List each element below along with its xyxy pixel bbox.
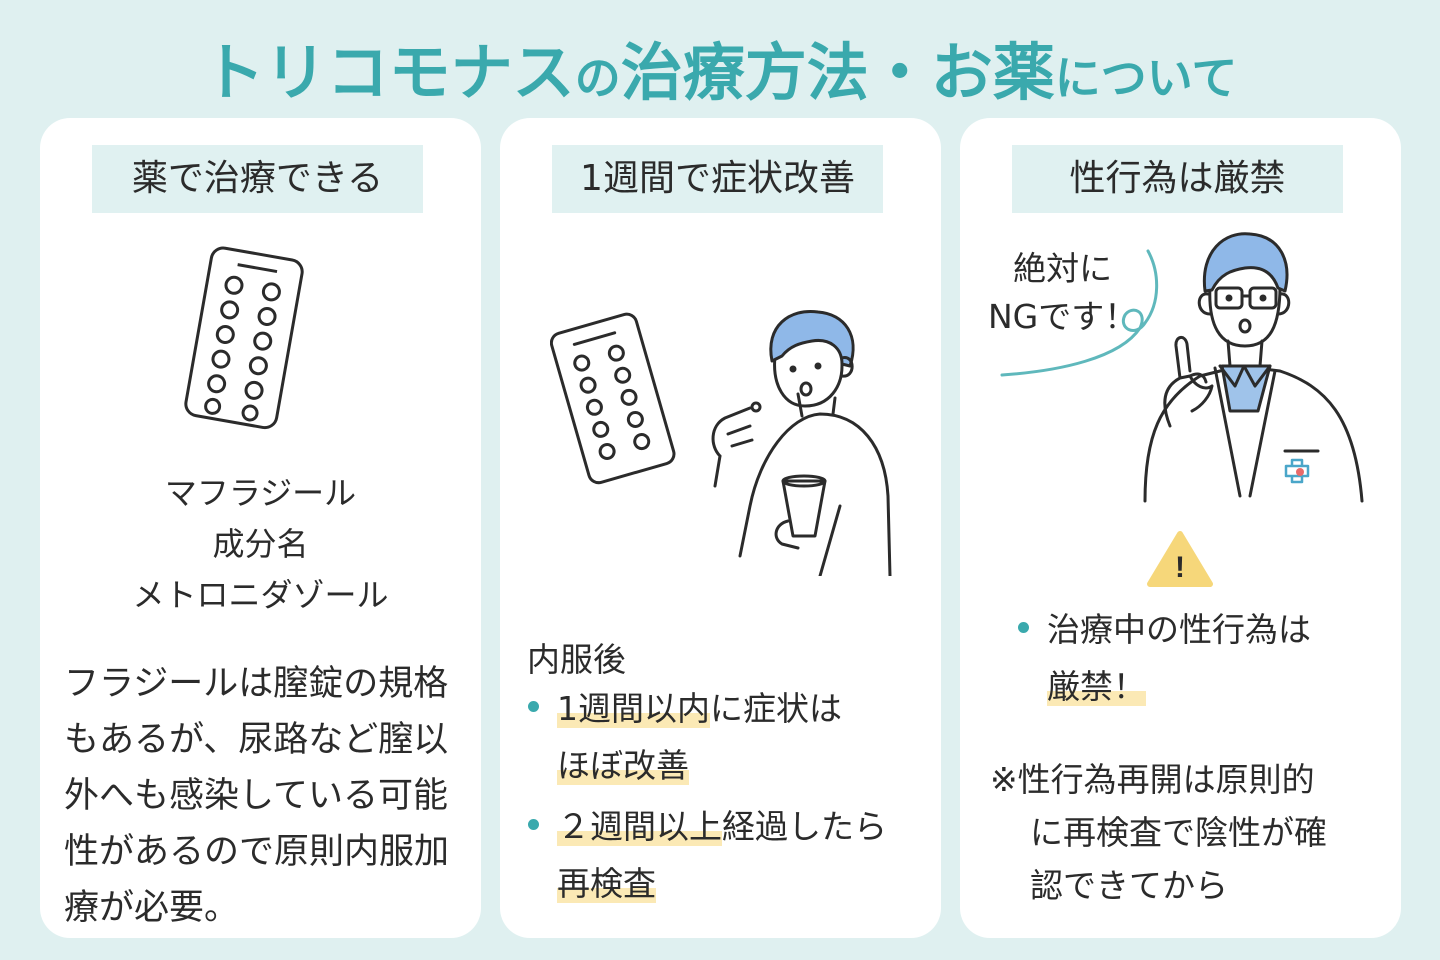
highlight-text: ほぼ改善 (557, 746, 689, 785)
bullet-item: 治療中の性行為は 厳禁！ (1018, 601, 1311, 715)
intro-label: 内服後 (527, 640, 626, 679)
speech-swoosh-icon (1000, 249, 1159, 377)
bullet-item-2: ２週間以上経過したら 再検査 (528, 798, 887, 912)
description-text: フラジールは膣錠の規格もあるが、尿路など膣以外へも感染している可能性があるので原… (64, 664, 450, 928)
highlight-text: ２週間以上 (557, 807, 722, 846)
bullet-text: に症状は (710, 689, 842, 728)
bullet-text: 治療中の性行為は (1047, 610, 1311, 649)
highlight-text: 厳禁！ (1047, 667, 1146, 706)
bullet-dot (1018, 622, 1029, 633)
card-improvement: 1週間で症状改善 (500, 118, 941, 938)
page-title: トリコモナスの治療方法・お薬について (0, 22, 1440, 112)
title-part-1: トリコモナス (202, 36, 575, 109)
title-part-2: の (574, 51, 621, 105)
bullet-dot (528, 819, 539, 830)
drug-info: マフラジール 成分名 メトロニダゾール (40, 468, 481, 621)
highlight-text: 1週間以内 (557, 689, 710, 728)
drug-ingredient-label: 成分名 (212, 525, 309, 563)
card-heading: 1週間で症状改善 (552, 145, 883, 213)
warning-icon: ! (1147, 531, 1213, 587)
note-line-2: に再検査で陰性が確 (1030, 813, 1327, 852)
card-prohibition: 性行為は厳禁 絶対に NGです！ (960, 118, 1401, 938)
speech-line-1: 絶対に (1013, 249, 1113, 288)
bullet-text: 経過したら (722, 807, 887, 846)
bullet-item-1: 1週間以内に症状は ほぼ改善 (528, 680, 842, 794)
drug-brand: マフラジール (164, 474, 357, 512)
pill-pack-icon (184, 246, 304, 430)
note-line-3: 認できてから (1030, 866, 1228, 905)
bullet-dot (528, 701, 539, 712)
drug-ingredient: メトロニダゾール (132, 576, 389, 614)
title-part-4: について (1054, 51, 1238, 105)
warning-symbol: ! (1175, 551, 1185, 584)
note-line-1: ※性行為再開は原則的 (990, 760, 1315, 799)
card-heading: 性行為は厳禁 (1012, 145, 1343, 213)
person-taking-pill-illustration (550, 309, 892, 576)
card-heading: 薬で治療できる (92, 145, 423, 213)
doctor-illustration (1143, 232, 1364, 503)
title-part-3: 治療方法・お薬 (620, 36, 1055, 109)
speech-text: 絶対に NGです！ (988, 245, 1137, 341)
highlight-text: 再検査 (557, 864, 656, 903)
speech-line-2: NGです！ (988, 297, 1138, 336)
note-text: ※性行為再開は原則的 に再検査で陰性が確 認できてから (990, 753, 1327, 912)
card-medication: 薬で治療できる マフラジール 成分名 メトロニダゾール フラジールは膣錠の規格も… (40, 118, 481, 938)
